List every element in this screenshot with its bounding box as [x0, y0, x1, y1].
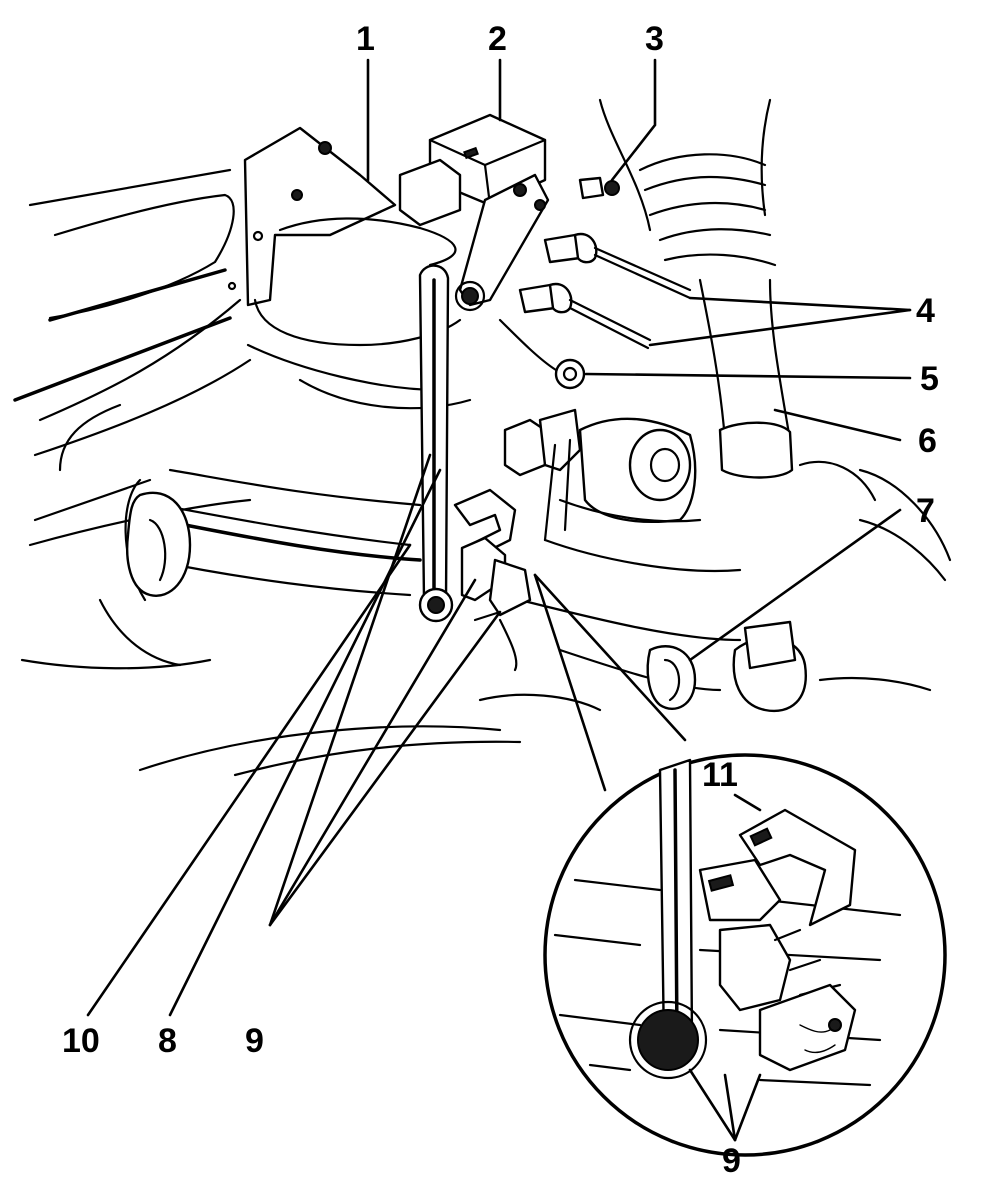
- body-panel-left: [13, 168, 252, 670]
- level-sensor-2: [398, 113, 550, 312]
- callout-2: 2: [488, 20, 507, 58]
- leader-lines: [86, 58, 912, 1017]
- callout-labels: 1 2 3 4 5 6 7 10 8 9 11 9: [62, 20, 939, 1180]
- callout-10: 10: [62, 1022, 100, 1060]
- callout-3: 3: [645, 20, 664, 58]
- control-arm-pivot: [503, 408, 742, 692]
- callout-9: 9: [245, 1022, 264, 1060]
- callout-9-inset: 9: [722, 1142, 741, 1180]
- callout-1: 1: [356, 20, 375, 58]
- bolts-4: [518, 232, 692, 350]
- callout-8: 8: [158, 1022, 177, 1060]
- coupling-rod-8: [418, 264, 454, 623]
- nut-5: [498, 318, 586, 390]
- callout-4: 4: [916, 292, 935, 330]
- callout-5: 5: [920, 360, 939, 398]
- shock-absorber-6: [598, 98, 952, 582]
- callout-6: 6: [918, 422, 937, 460]
- callout-7: 7: [916, 492, 935, 530]
- bracket-1: [227, 126, 457, 307]
- detail-inset: [533, 573, 947, 1157]
- mounting-bracket-9: [453, 488, 532, 672]
- screw-3: [578, 176, 620, 200]
- callout-11: 11: [702, 756, 738, 794]
- subframe-center: [124, 298, 602, 777]
- bushing-7: [646, 620, 932, 713]
